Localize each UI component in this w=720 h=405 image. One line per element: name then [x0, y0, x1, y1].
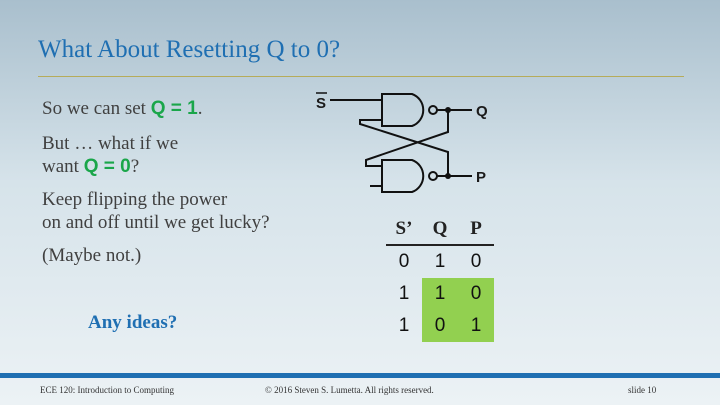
text-line-3-post: ?	[130, 156, 140, 177]
table-row: 1 0 1	[386, 310, 494, 342]
cell: 1	[398, 283, 410, 304]
text-line-5: on and off until we get lucky?	[42, 212, 270, 233]
p-junction-dot	[445, 173, 451, 179]
cell-highlighted: 1	[458, 310, 494, 342]
header-q: Q	[422, 214, 458, 246]
p-feedback-wire	[359, 119, 449, 176]
cell: 1	[398, 315, 410, 336]
q-output-label: Q	[476, 103, 488, 120]
slide-title: What About Resetting Q to 0?	[38, 36, 341, 63]
footer-slide-number: slide 10	[628, 385, 657, 395]
q-feedback-wire	[365, 110, 449, 167]
truth-table-header: S’ Q P	[386, 214, 494, 246]
table-row: 1 1 0	[386, 278, 494, 310]
cell: 0	[398, 251, 410, 272]
cell-highlighted: 1	[422, 278, 458, 310]
cell: 0	[470, 251, 482, 272]
text-line-1-pre: So we can set	[42, 98, 151, 119]
any-ideas: Any ideas?	[88, 312, 178, 333]
text-line-6: (Maybe not.)	[42, 245, 142, 266]
nand-latch-diagram: S Q P	[316, 92, 488, 193]
top-nand-bubble	[428, 105, 438, 115]
header-s-prime: S’	[386, 214, 422, 246]
text-line-2: But … what if we	[42, 133, 179, 154]
footer-bar	[0, 373, 720, 378]
text-line-1-post: .	[197, 98, 203, 119]
cell-highlighted: 0	[458, 278, 494, 310]
text-line-3: want Q = 0?	[42, 156, 139, 178]
p-output-label: P	[476, 169, 486, 186]
table-row: 0 1 0	[386, 245, 494, 278]
q-equals-1: Q = 1	[150, 98, 198, 119]
title-rule	[38, 76, 684, 77]
cell-highlighted: 0	[422, 310, 458, 342]
s-bar-label: S	[316, 95, 326, 112]
footer-course: ECE 120: Introduction to Computing	[40, 385, 174, 395]
text-line-4: Keep flipping the power	[42, 189, 228, 210]
text-line-1: So we can set Q = 1.	[42, 98, 202, 120]
footer-copyright: © 2016 Steven S. Lumetta. All rights res…	[265, 385, 434, 395]
bottom-nand-bubble	[428, 171, 438, 181]
cell: 1	[434, 251, 446, 272]
header-p: P	[458, 214, 494, 246]
truth-table: S’ Q P 0 1 0 1 1 0 1 0 1	[386, 214, 494, 342]
q-junction-dot	[445, 107, 451, 113]
q-equals-0: Q = 0	[83, 156, 131, 177]
top-nand-gate	[381, 93, 425, 127]
bottom-nand-gate	[381, 159, 425, 193]
text-line-3-pre: want	[42, 156, 84, 177]
